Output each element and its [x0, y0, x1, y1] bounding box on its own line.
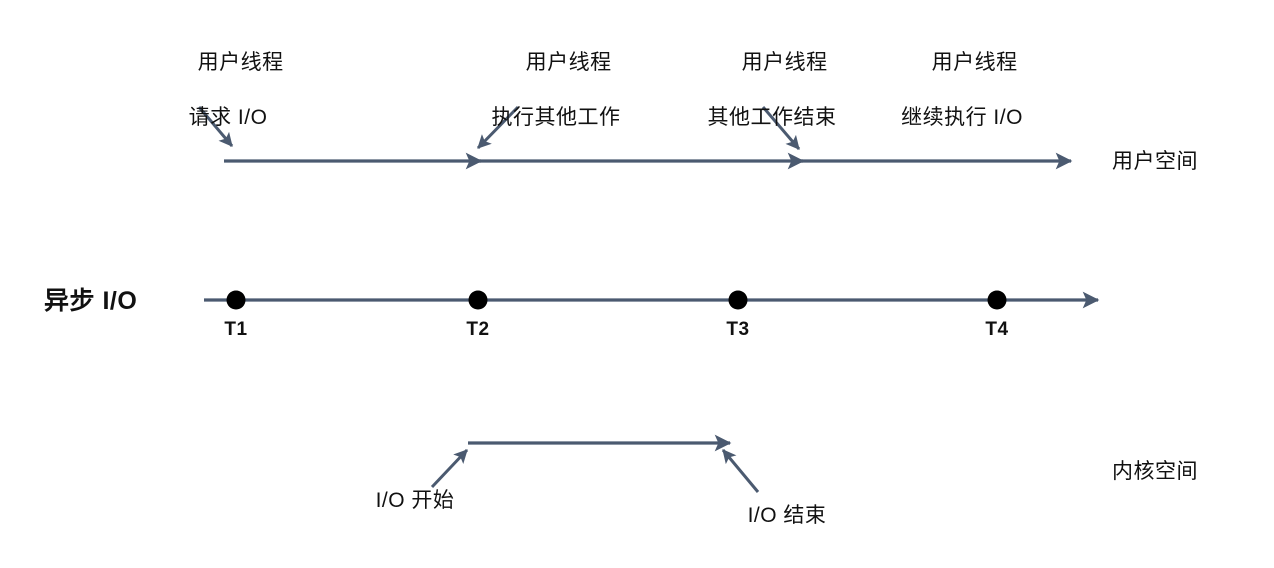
timeline-dot-t3: [728, 290, 748, 310]
callout-request-io: 用户线程 请求 I/O: [148, 22, 308, 186]
callout-continue-io-line1: 用户线程: [931, 51, 1018, 75]
tick-label-t1: T1: [224, 319, 248, 340]
timeline-dot-t1: [226, 290, 246, 310]
callout-do-other-work-line1: 用户线程: [525, 51, 612, 75]
callout-pointer-arrows: [197, 105, 801, 150]
user-space-label: 用户空间: [1112, 150, 1198, 173]
async-io-timeline-lane: [204, 290, 1100, 310]
callout-continue-io: 用户线程 继续执行 I/O: [872, 22, 1052, 186]
pointer-arrow-other-work-done: [761, 106, 801, 150]
callout-do-other-work-line2: 执行其他工作: [491, 105, 621, 129]
pointer-arrow-io-end: [721, 449, 760, 493]
callout-request-io-line2: 请求 I/O: [188, 105, 268, 129]
callout-other-work-done-line1: 用户线程: [741, 51, 828, 75]
callout-other-work-done-line2: 其他工作结束: [707, 105, 837, 129]
pointer-arrow-do-other-work: [476, 105, 520, 150]
tick-label-t3: T3: [726, 319, 750, 340]
kernel-space-lane: [430, 434, 760, 493]
callout-other-work-done: 用户线程 其他工作结束: [682, 22, 862, 186]
io-end-label: I/O 结束: [747, 504, 827, 527]
callout-continue-io-line2: 继续执行 I/O: [901, 105, 1023, 129]
callout-request-io-line1: 用户线程: [197, 51, 284, 75]
async-io-row-title: 异步 I/O: [44, 287, 138, 315]
io-start-label: I/O 开始: [375, 489, 455, 512]
timeline-dot-t2: [468, 290, 488, 310]
kernel-space-label: 内核空间: [1112, 460, 1198, 483]
pointer-arrow-request-io: [197, 106, 234, 147]
tick-label-t2: T2: [466, 319, 490, 340]
pointer-arrow-io-start: [430, 448, 469, 489]
callout-do-other-work: 用户线程 执行其他工作: [466, 22, 646, 186]
tick-label-t4: T4: [985, 319, 1009, 340]
timeline-dot-t4: [987, 290, 1007, 310]
